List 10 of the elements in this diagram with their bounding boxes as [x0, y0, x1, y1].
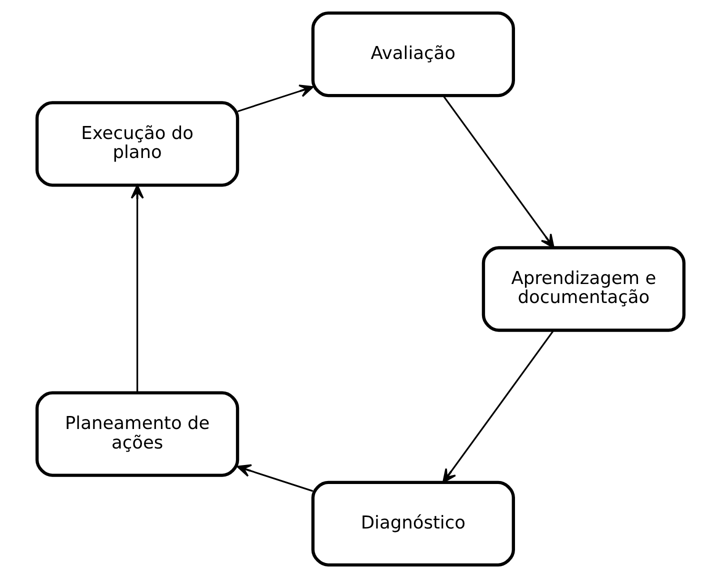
arrow	[130, 184, 144, 392]
arrow	[236, 84, 314, 112]
node-box: Avaliação	[310, 12, 514, 98]
arrow	[442, 330, 554, 484]
node-box: Execução do plano	[35, 101, 239, 187]
node-box: Aprendizagem e documentação	[481, 246, 685, 332]
node-box: Diagnóstico	[310, 480, 514, 566]
arrow	[442, 95, 554, 248]
node-box: Planeamento de ações	[35, 391, 239, 477]
arrow	[236, 464, 313, 492]
